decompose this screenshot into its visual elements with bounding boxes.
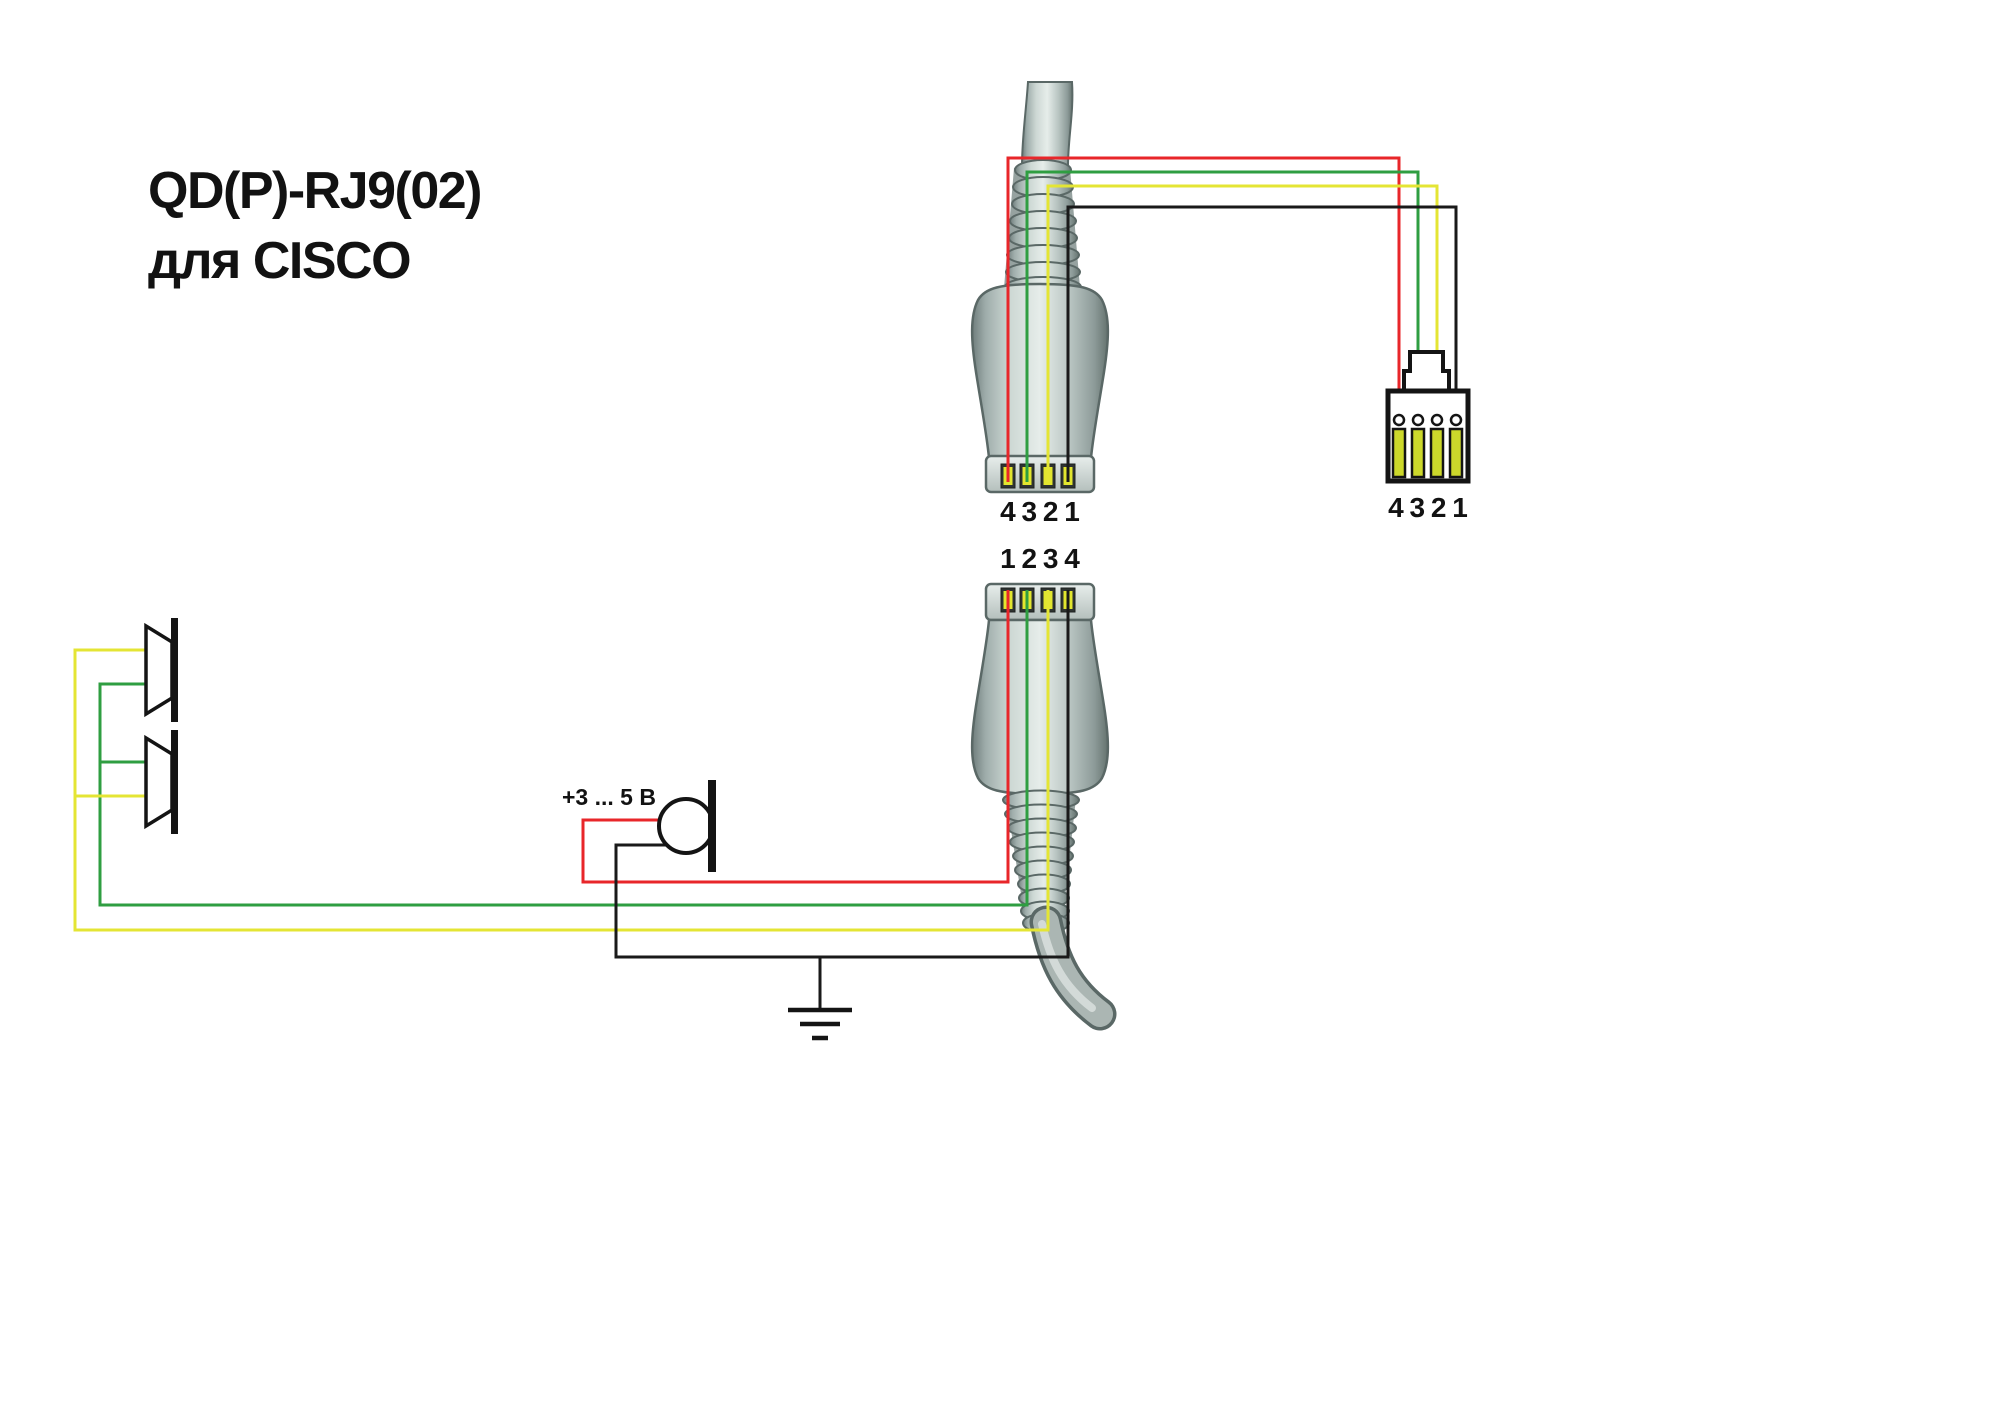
speaker-cone [144,734,174,830]
rj9-pin [1448,427,1464,479]
mic-voltage-label: +3 ... 5 В [562,784,656,810]
ground-symbol [788,1007,852,1041]
title-line-1: QD(P)-RJ9(02) [148,162,483,220]
cable [1020,81,1074,167]
rj9-pin [1391,427,1407,479]
qd-top-connector [970,81,1110,494]
speaker-baffle [171,730,178,834]
wire-black-bottom [614,590,1070,959]
connector-body [970,282,1110,460]
speaker-baffle [171,618,178,722]
bottom-wire-harness [73,590,1070,1010]
rj9-pins [1391,427,1464,479]
top-wire-harness [1006,156,1458,482]
qd-bottom-connector [970,582,1117,1031]
rj9-pin [1429,427,1445,479]
qd-top-pin-labels: 4 3 2 1 [1000,496,1080,527]
mic-membrane [708,780,716,872]
microphone [657,780,716,872]
cable [1029,905,1117,1031]
rj9-pin-labels: 4 3 2 1 [1388,492,1468,523]
contact-base [984,454,1096,494]
rj9-pin-holes [1392,413,1463,427]
speaker-cone [144,622,174,718]
wire-black-top [1066,205,1458,482]
wire-yellow-bottom [73,590,1050,932]
rj9-connector [1385,350,1471,484]
title-line-2: для CISCO [148,232,412,290]
contact-base [984,582,1096,622]
wire-red-bottom [581,590,1010,884]
rj9-latch [1402,350,1451,395]
qd-bottom-pin-labels: 1 2 3 4 [1000,543,1080,574]
page-title: QD(P)-RJ9(02) для CISCO [148,156,483,296]
speaker-top [144,618,178,722]
connector-body [970,618,1110,796]
rj9-pin [1410,427,1426,479]
wire-green-top [1025,170,1420,482]
speaker-bottom [144,730,178,834]
wire-green-bottom [98,590,1029,907]
wire-red-top [1006,156,1401,482]
mic-capsule [657,797,715,855]
wire-yellow-top [1046,184,1439,482]
